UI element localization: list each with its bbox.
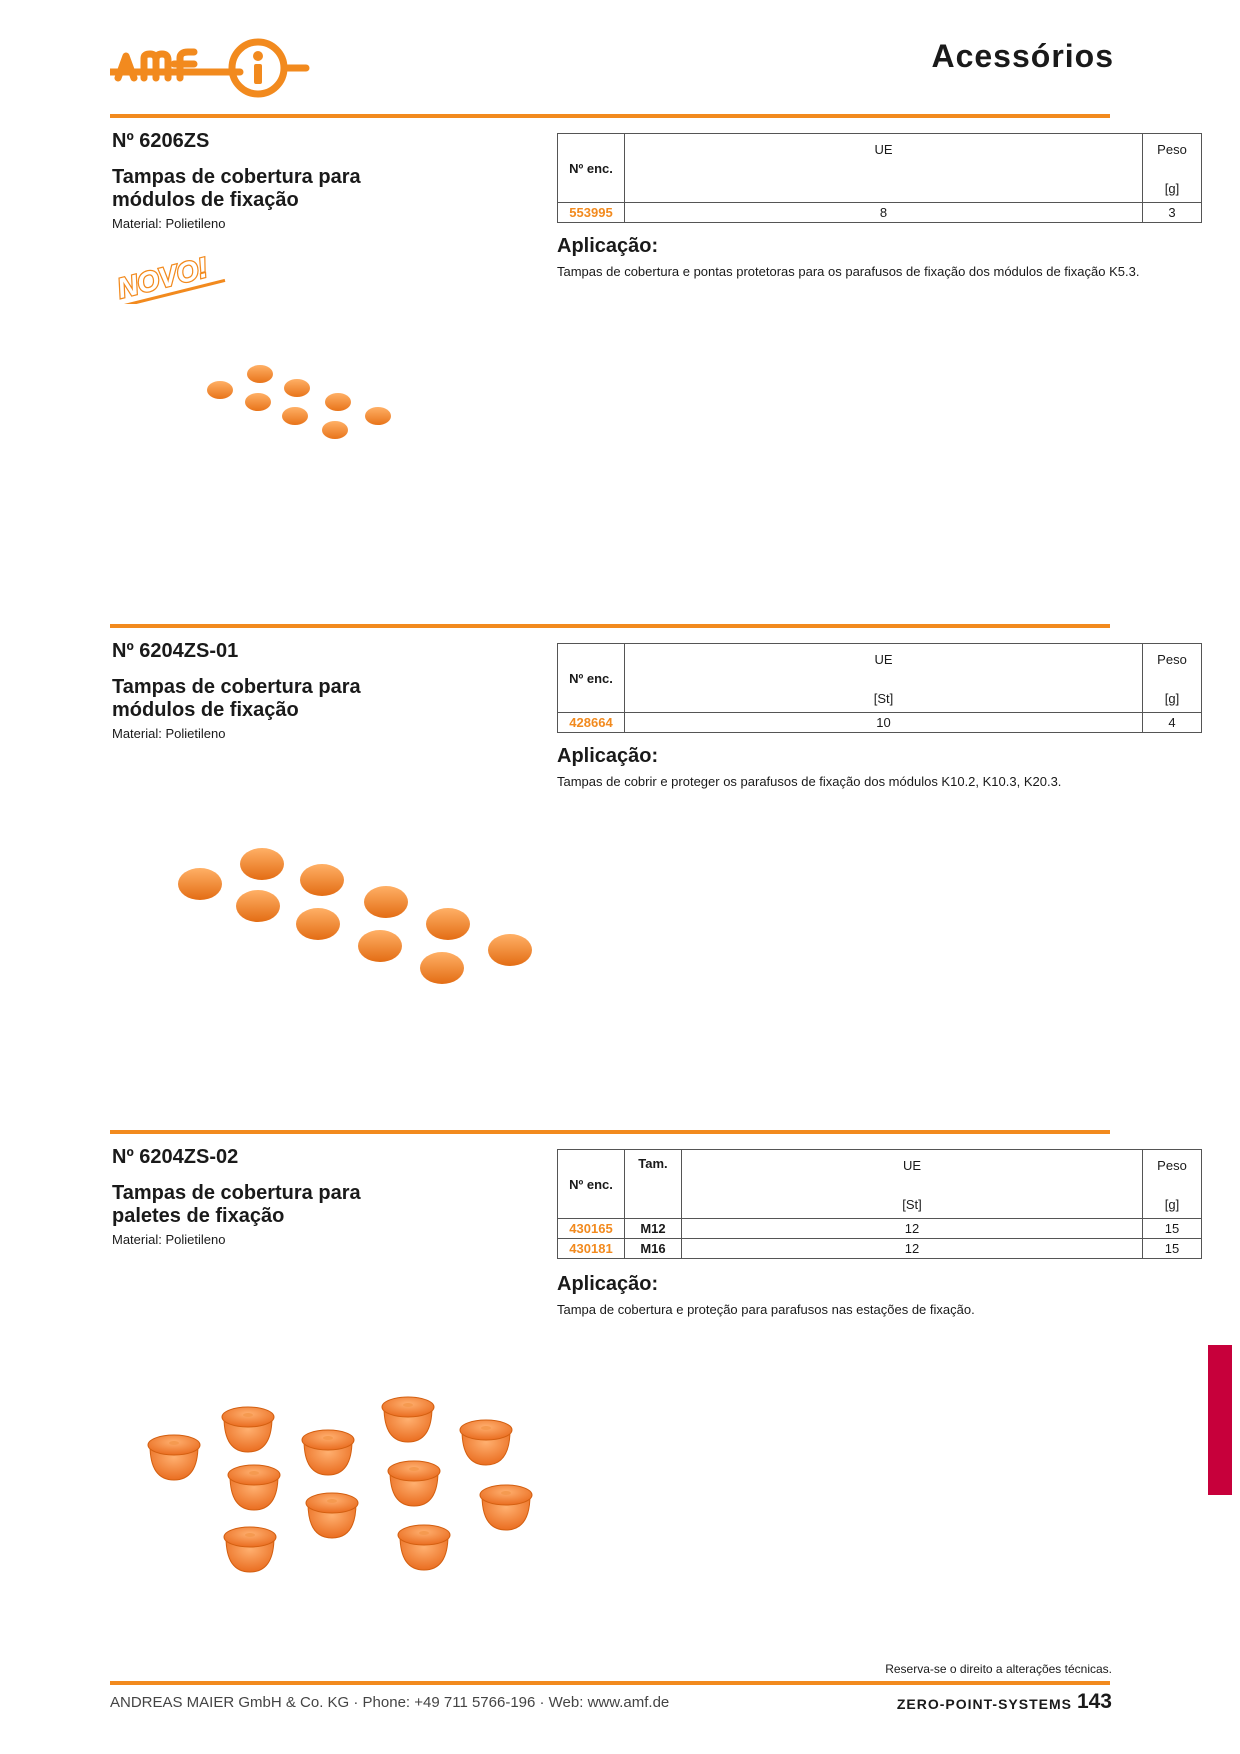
section-material: Material: Polietileno: [112, 1232, 226, 1247]
order-code[interactable]: 553995: [557, 202, 625, 223]
product-photo: [178, 848, 532, 984]
ue-value: 8: [624, 202, 1143, 223]
header-order-no: Nº enc.: [557, 1149, 625, 1219]
application-text: Tampas de cobrir e proteger os parafusos…: [557, 774, 1062, 789]
section-material: Material: Polietileno: [112, 216, 226, 231]
section-number: Nº 6204ZS-02: [112, 1146, 239, 1168]
spec-table: Nº enc. UE Peso [g] 553995 8 3: [557, 133, 1202, 223]
novo-badge: NOVO!: [113, 251, 226, 304]
header-peso: Peso [g]: [1142, 133, 1202, 203]
table-row: 428664 10 4: [557, 712, 1202, 733]
ue-value: 12: [681, 1218, 1143, 1239]
header-peso: Peso [g]: [1142, 643, 1202, 713]
company-info: ANDREAS MAIER GmbH & Co. KG · Phone: +49…: [110, 1694, 670, 1711]
page-title: Acessórios: [931, 38, 1114, 74]
spec-table: Nº enc. UE [St] Peso [g] 428664 10 4: [557, 643, 1202, 733]
header-order-no: Nº enc.: [557, 643, 625, 713]
size-value: M16: [624, 1238, 682, 1259]
application-text: Tampas de cobertura e pontas protetoras …: [557, 264, 1140, 279]
catalog-name: ZERO-POINT-SYSTEMS: [896, 1696, 1072, 1712]
product-photo: [147, 1396, 533, 1573]
ue-value: 12: [681, 1238, 1143, 1259]
amf-logo: [110, 38, 310, 98]
section-title: Tampas de cobertura para módulos de fixa…: [112, 676, 361, 721]
application-text: Tampa de cobertura e proteção para paraf…: [557, 1302, 975, 1317]
chapter-tab: [1208, 1345, 1232, 1495]
peso-value: 15: [1142, 1218, 1202, 1239]
application-heading: Aplicação:: [557, 745, 659, 767]
section-number: Nº 6206ZS: [112, 130, 210, 152]
header-ue: UE [St]: [624, 643, 1143, 713]
page-number: 143: [1076, 1690, 1112, 1713]
order-code[interactable]: 430165: [557, 1218, 625, 1239]
order-code[interactable]: 428664: [557, 712, 625, 733]
section-divider: [110, 114, 1110, 118]
table-row: 553995 8 3: [557, 202, 1202, 223]
size-value: M12: [624, 1218, 682, 1239]
section-title: Tampas de cobertura para módulos de fixa…: [112, 166, 361, 211]
section-title: Tampas de cobertura para paletes de fixa…: [112, 1182, 361, 1227]
header-peso: Peso [g]: [1142, 1149, 1202, 1219]
ue-value: 10: [624, 712, 1143, 733]
section-material: Material: Polietileno: [112, 726, 226, 741]
order-code[interactable]: 430181: [557, 1238, 625, 1259]
product-photo: [207, 365, 391, 439]
disclaimer: Reserva-se o direito a alterações técnic…: [885, 1662, 1112, 1676]
header-ue: UE [St]: [681, 1149, 1143, 1219]
footer-divider: [110, 1681, 1110, 1685]
peso-value: 4: [1142, 712, 1202, 733]
header-order-no: Nº enc.: [557, 133, 625, 203]
section-divider: [110, 1130, 1110, 1134]
section-divider: [110, 624, 1110, 628]
spec-table: Nº enc. Tam. UE [St] Peso [g] 430165 M12…: [557, 1149, 1202, 1259]
table-row: 430181 M16 12 15: [557, 1238, 1202, 1259]
peso-value: 15: [1142, 1238, 1202, 1259]
section-number: Nº 6204ZS-01: [112, 640, 239, 662]
peso-value: 3: [1142, 202, 1202, 223]
application-heading: Aplicação:: [557, 1273, 659, 1295]
header-size: Tam.: [624, 1149, 682, 1219]
header-ue: UE: [624, 133, 1143, 203]
table-row: 430165 M12 12 15: [557, 1218, 1202, 1239]
application-heading: Aplicação:: [557, 235, 659, 257]
